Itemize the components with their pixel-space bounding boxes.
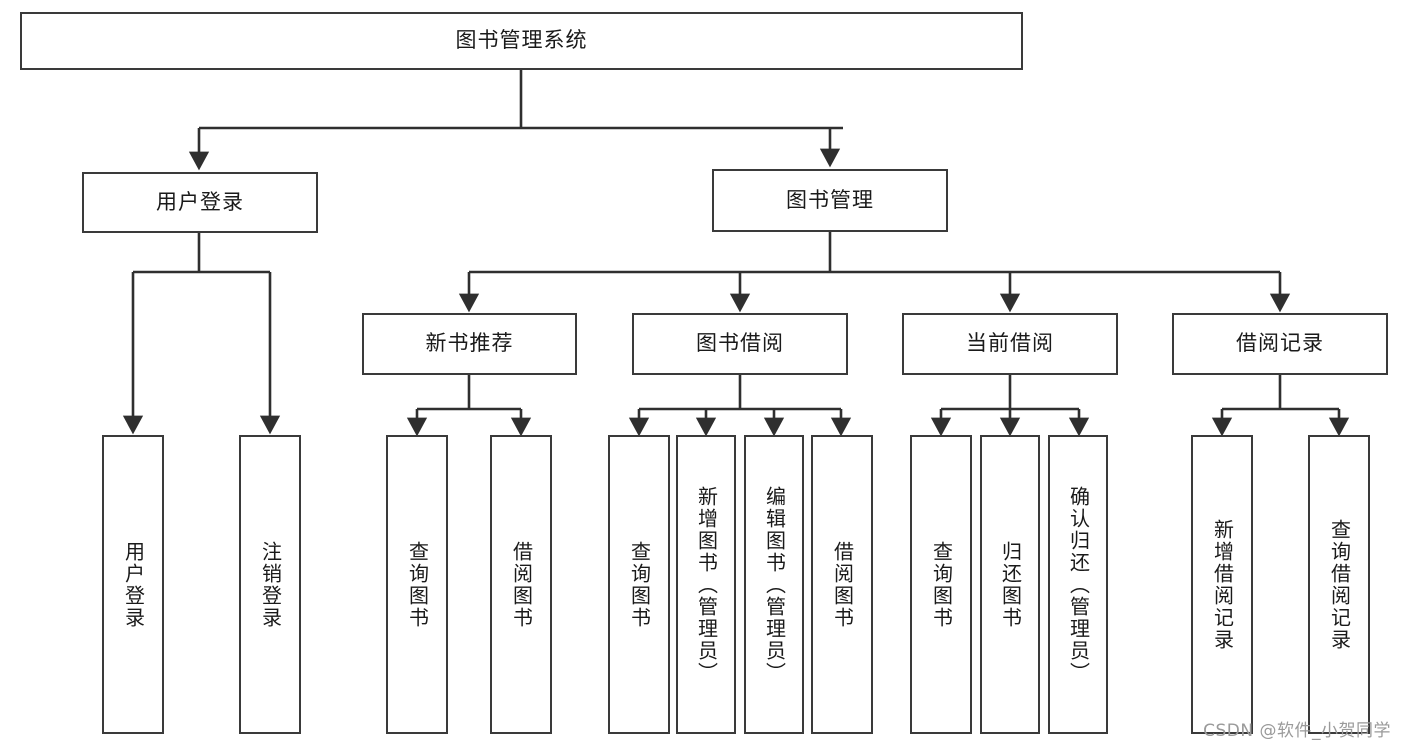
node-leaf-edit-book-label: 编辑图书（管理员）	[762, 485, 787, 684]
node-leaf-borrow-book-1[interactable]: 借阅图书	[490, 435, 552, 734]
node-leaf-query-book-2-label: 查询图书	[627, 540, 652, 629]
node-leaf-logout-label: 注销登录	[258, 540, 283, 629]
node-leaf-query-book-3-label: 查询图书	[929, 540, 954, 629]
node-leaf-return-book[interactable]: 归还图书	[980, 435, 1040, 734]
node-borrow-record-label: 借阅记录	[1236, 331, 1324, 356]
node-book-borrow-label: 图书借阅	[696, 331, 784, 356]
node-leaf-confirm-return-label: 确认归还（管理员）	[1066, 485, 1091, 684]
node-leaf-user-login[interactable]: 用户登录	[102, 435, 164, 734]
node-current-borrow[interactable]: 当前借阅	[902, 313, 1118, 375]
node-leaf-borrow-book-1-label: 借阅图书	[509, 540, 534, 629]
node-leaf-logout[interactable]: 注销登录	[239, 435, 301, 734]
node-user-login[interactable]: 用户登录	[82, 172, 318, 233]
node-book-manage[interactable]: 图书管理	[712, 169, 948, 232]
node-new-book-rec-label: 新书推荐	[425, 331, 514, 356]
node-leaf-query-book-1[interactable]: 查询图书	[386, 435, 448, 734]
node-book-manage-label: 图书管理	[786, 187, 874, 212]
node-new-book-rec[interactable]: 新书推荐	[362, 313, 577, 375]
node-current-borrow-label: 当前借阅	[966, 331, 1054, 356]
node-leaf-query-book-2[interactable]: 查询图书	[608, 435, 670, 734]
node-leaf-edit-book[interactable]: 编辑图书（管理员）	[744, 435, 804, 734]
node-leaf-add-book[interactable]: 新增图书（管理员）	[676, 435, 736, 734]
node-leaf-add-record-label: 新增借阅记录	[1210, 518, 1235, 651]
node-leaf-user-login-label: 用户登录	[121, 540, 146, 629]
node-user-login-label: 用户登录	[156, 189, 244, 214]
node-leaf-confirm-return[interactable]: 确认归还（管理员）	[1048, 435, 1108, 734]
node-leaf-query-book-1-label: 查询图书	[405, 540, 430, 629]
node-leaf-query-record[interactable]: 查询借阅记录	[1308, 435, 1370, 734]
node-book-borrow[interactable]: 图书借阅	[632, 313, 848, 375]
node-leaf-borrow-book-2[interactable]: 借阅图书	[811, 435, 873, 734]
node-leaf-add-book-label: 新增图书（管理员）	[694, 485, 719, 684]
node-leaf-borrow-book-2-label: 借阅图书	[830, 540, 855, 629]
node-borrow-record[interactable]: 借阅记录	[1172, 313, 1388, 375]
node-leaf-return-book-label: 归还图书	[998, 540, 1023, 629]
node-leaf-query-record-label: 查询借阅记录	[1327, 518, 1352, 651]
node-root-label: 图书管理系统	[455, 28, 588, 53]
node-root[interactable]: 图书管理系统	[20, 12, 1023, 70]
node-leaf-add-record[interactable]: 新增借阅记录	[1191, 435, 1253, 734]
node-leaf-query-book-3[interactable]: 查询图书	[910, 435, 972, 734]
